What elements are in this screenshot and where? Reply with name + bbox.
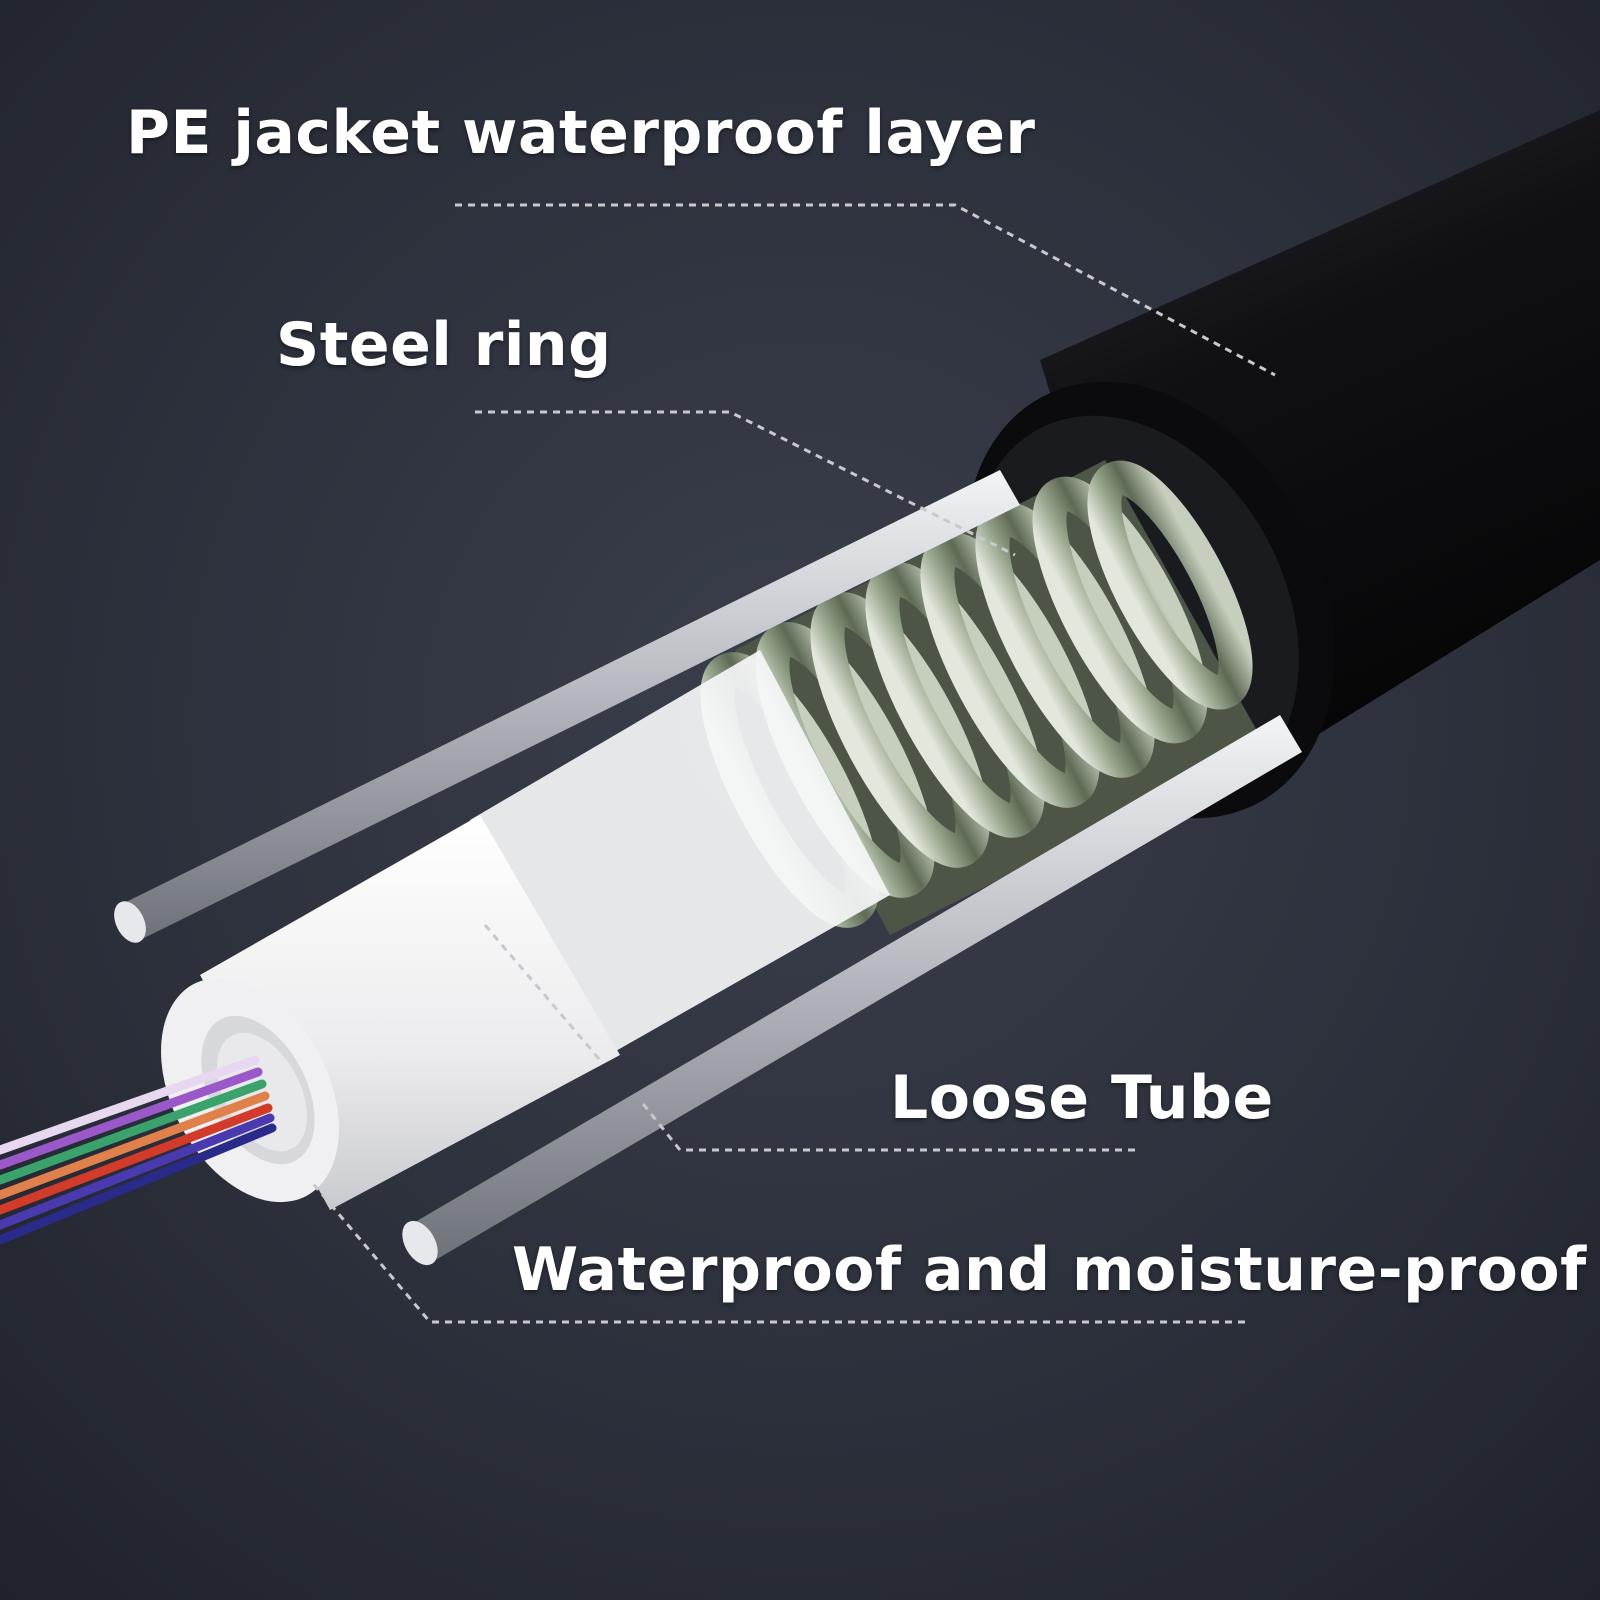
label-pe-jacket-waterproof-layer: PE jacket waterproof layer xyxy=(126,98,1036,168)
label-steel-ring: Steel ring xyxy=(276,310,612,380)
label-waterproof-moisture-proof: Waterproof and moisture-proof xyxy=(512,1235,1587,1305)
optical-fibers xyxy=(0,1055,277,1245)
leader-lines xyxy=(308,203,1276,1324)
leader-line-loose-tube xyxy=(638,1099,1135,1152)
label-loose-tube: Loose Tube xyxy=(890,1063,1274,1133)
leader-line-pe-jacket xyxy=(455,203,1276,377)
leader-line-waterproof xyxy=(308,1179,1245,1324)
leader-line-steel-ring xyxy=(475,410,1016,557)
upper-steel-rod xyxy=(114,470,1020,943)
leader-line-tube-edge xyxy=(483,924,602,1061)
lower-steel-rod xyxy=(402,715,1302,1266)
